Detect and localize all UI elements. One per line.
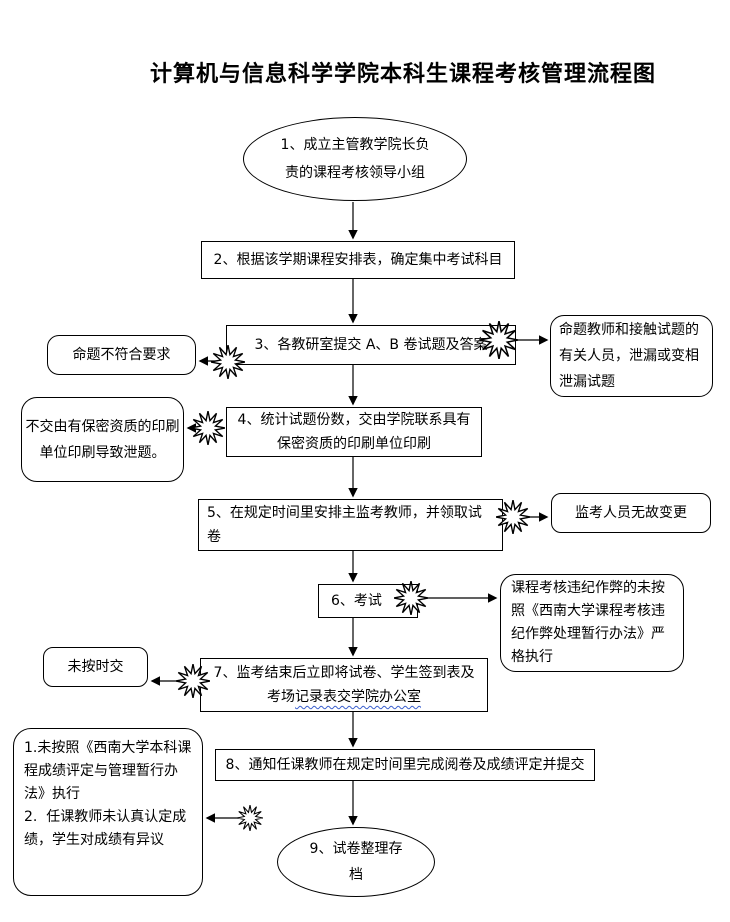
callout-proposition-invalid: 命题不符合要求 [47, 335, 196, 375]
step5-line1: 5、在规定时间里安排主监考教师，并领取试 [207, 505, 482, 521]
callout-print-leak-label: 不交由有保密资质的印刷单位印刷导致泄题。 [25, 418, 180, 461]
callout-grading-issues: 1.未按照《西南大学本科课程成绩评定与管理暂行办法》执行 2. 任课教师未认真认… [13, 728, 203, 896]
step1-line2: 责的课程考核领导小组 [285, 165, 425, 181]
callout-late-submission: 未按时交 [43, 647, 148, 687]
callout-cheating-rule-label: 课程考核违纪作弊的未按照《西南大学课程考核违纪作弊处理暂行办法》严格执行 [511, 580, 665, 665]
callout-grading-issue-2: 2. 任课教师未认真认定成绩，学生对成绩有异议 [24, 809, 187, 848]
step8-process: 8、通知任课教师在规定时间里完成阅卷及成绩评定并提交 [215, 749, 595, 781]
step7-line1: 7、监考结束后立即将试卷、学生签到表及 [213, 665, 475, 681]
callout-question-leak: 命题教师和接触试题的有关人员，泄漏或变相泄漏试题 [550, 315, 713, 397]
step9-line1: 9、试卷整理存 [309, 841, 403, 857]
callout-late-submission-label: 未按时交 [67, 659, 124, 675]
step1-terminator: 1、成立主管教学院长负 责的课程考核领导小组 [243, 117, 467, 201]
page-title: 计算机与信息科学学院本科生课程考核管理流程图 [149, 61, 656, 87]
step2-process: 2、根据该学期课程安排表，确定集中考试科目 [201, 241, 515, 279]
step7-line2-underlined: 记录表交学院办公室 [295, 689, 421, 705]
callout-print-leak: 不交由有保密资质的印刷单位印刷导致泄题。 [21, 397, 184, 482]
step9-terminator: 9、试卷整理存 档 [277, 827, 435, 897]
step4-line1: 4、统计试题份数，交由学院联系具有 [237, 412, 471, 428]
step9-line2: 档 [349, 867, 363, 883]
step7-line2-prefix: 考场 [267, 689, 295, 705]
step6-label: 6、考试 [331, 593, 382, 609]
step3-process: 3、各教研室提交 A、B 卷试题及答案 [226, 325, 516, 365]
step8-label: 8、通知任课教师在规定时间里完成阅卷及成绩评定并提交 [225, 757, 585, 773]
step5-process: 5、在规定时间里安排主监考教师，并领取试 卷 [198, 499, 503, 551]
callout-invigilator-change-label: 监考人员无故变更 [575, 505, 687, 521]
step5-line2: 卷 [207, 529, 221, 545]
burst-icon-step8-left [237, 805, 263, 831]
step4-line2: 保密资质的印刷单位印刷 [277, 436, 431, 452]
step2-label: 2、根据该学期课程安排表，确定集中考试科目 [213, 252, 503, 268]
callout-grading-issue-1: 1.未按照《西南大学本科课程成绩评定与管理暂行办法》执行 [24, 740, 192, 802]
step1-line1: 1、成立主管教学院长负 [280, 137, 430, 153]
callout-question-leak-label: 命题教师和接触试题的有关人员，泄漏或变相泄漏试题 [559, 322, 699, 390]
callout-proposition-invalid-label: 命题不符合要求 [72, 347, 171, 363]
step3-label: 3、各教研室提交 A、B 卷试题及答案 [254, 337, 488, 353]
step7-line2: 考场记录表交学院办公室 [267, 685, 421, 709]
step4-process: 4、统计试题份数，交由学院联系具有 保密资质的印刷单位印刷 [226, 407, 482, 457]
callout-invigilator-change: 监考人员无故变更 [551, 493, 711, 533]
callout-cheating-rule: 课程考核违纪作弊的未按照《西南大学课程考核违纪作弊处理暂行办法》严格执行 [500, 574, 684, 672]
burst-icon-step4-left [191, 411, 225, 445]
step6-process: 6、考试 [318, 584, 418, 618]
step7-process: 7、监考结束后立即将试卷、学生签到表及 考场记录表交学院办公室 [200, 658, 488, 712]
